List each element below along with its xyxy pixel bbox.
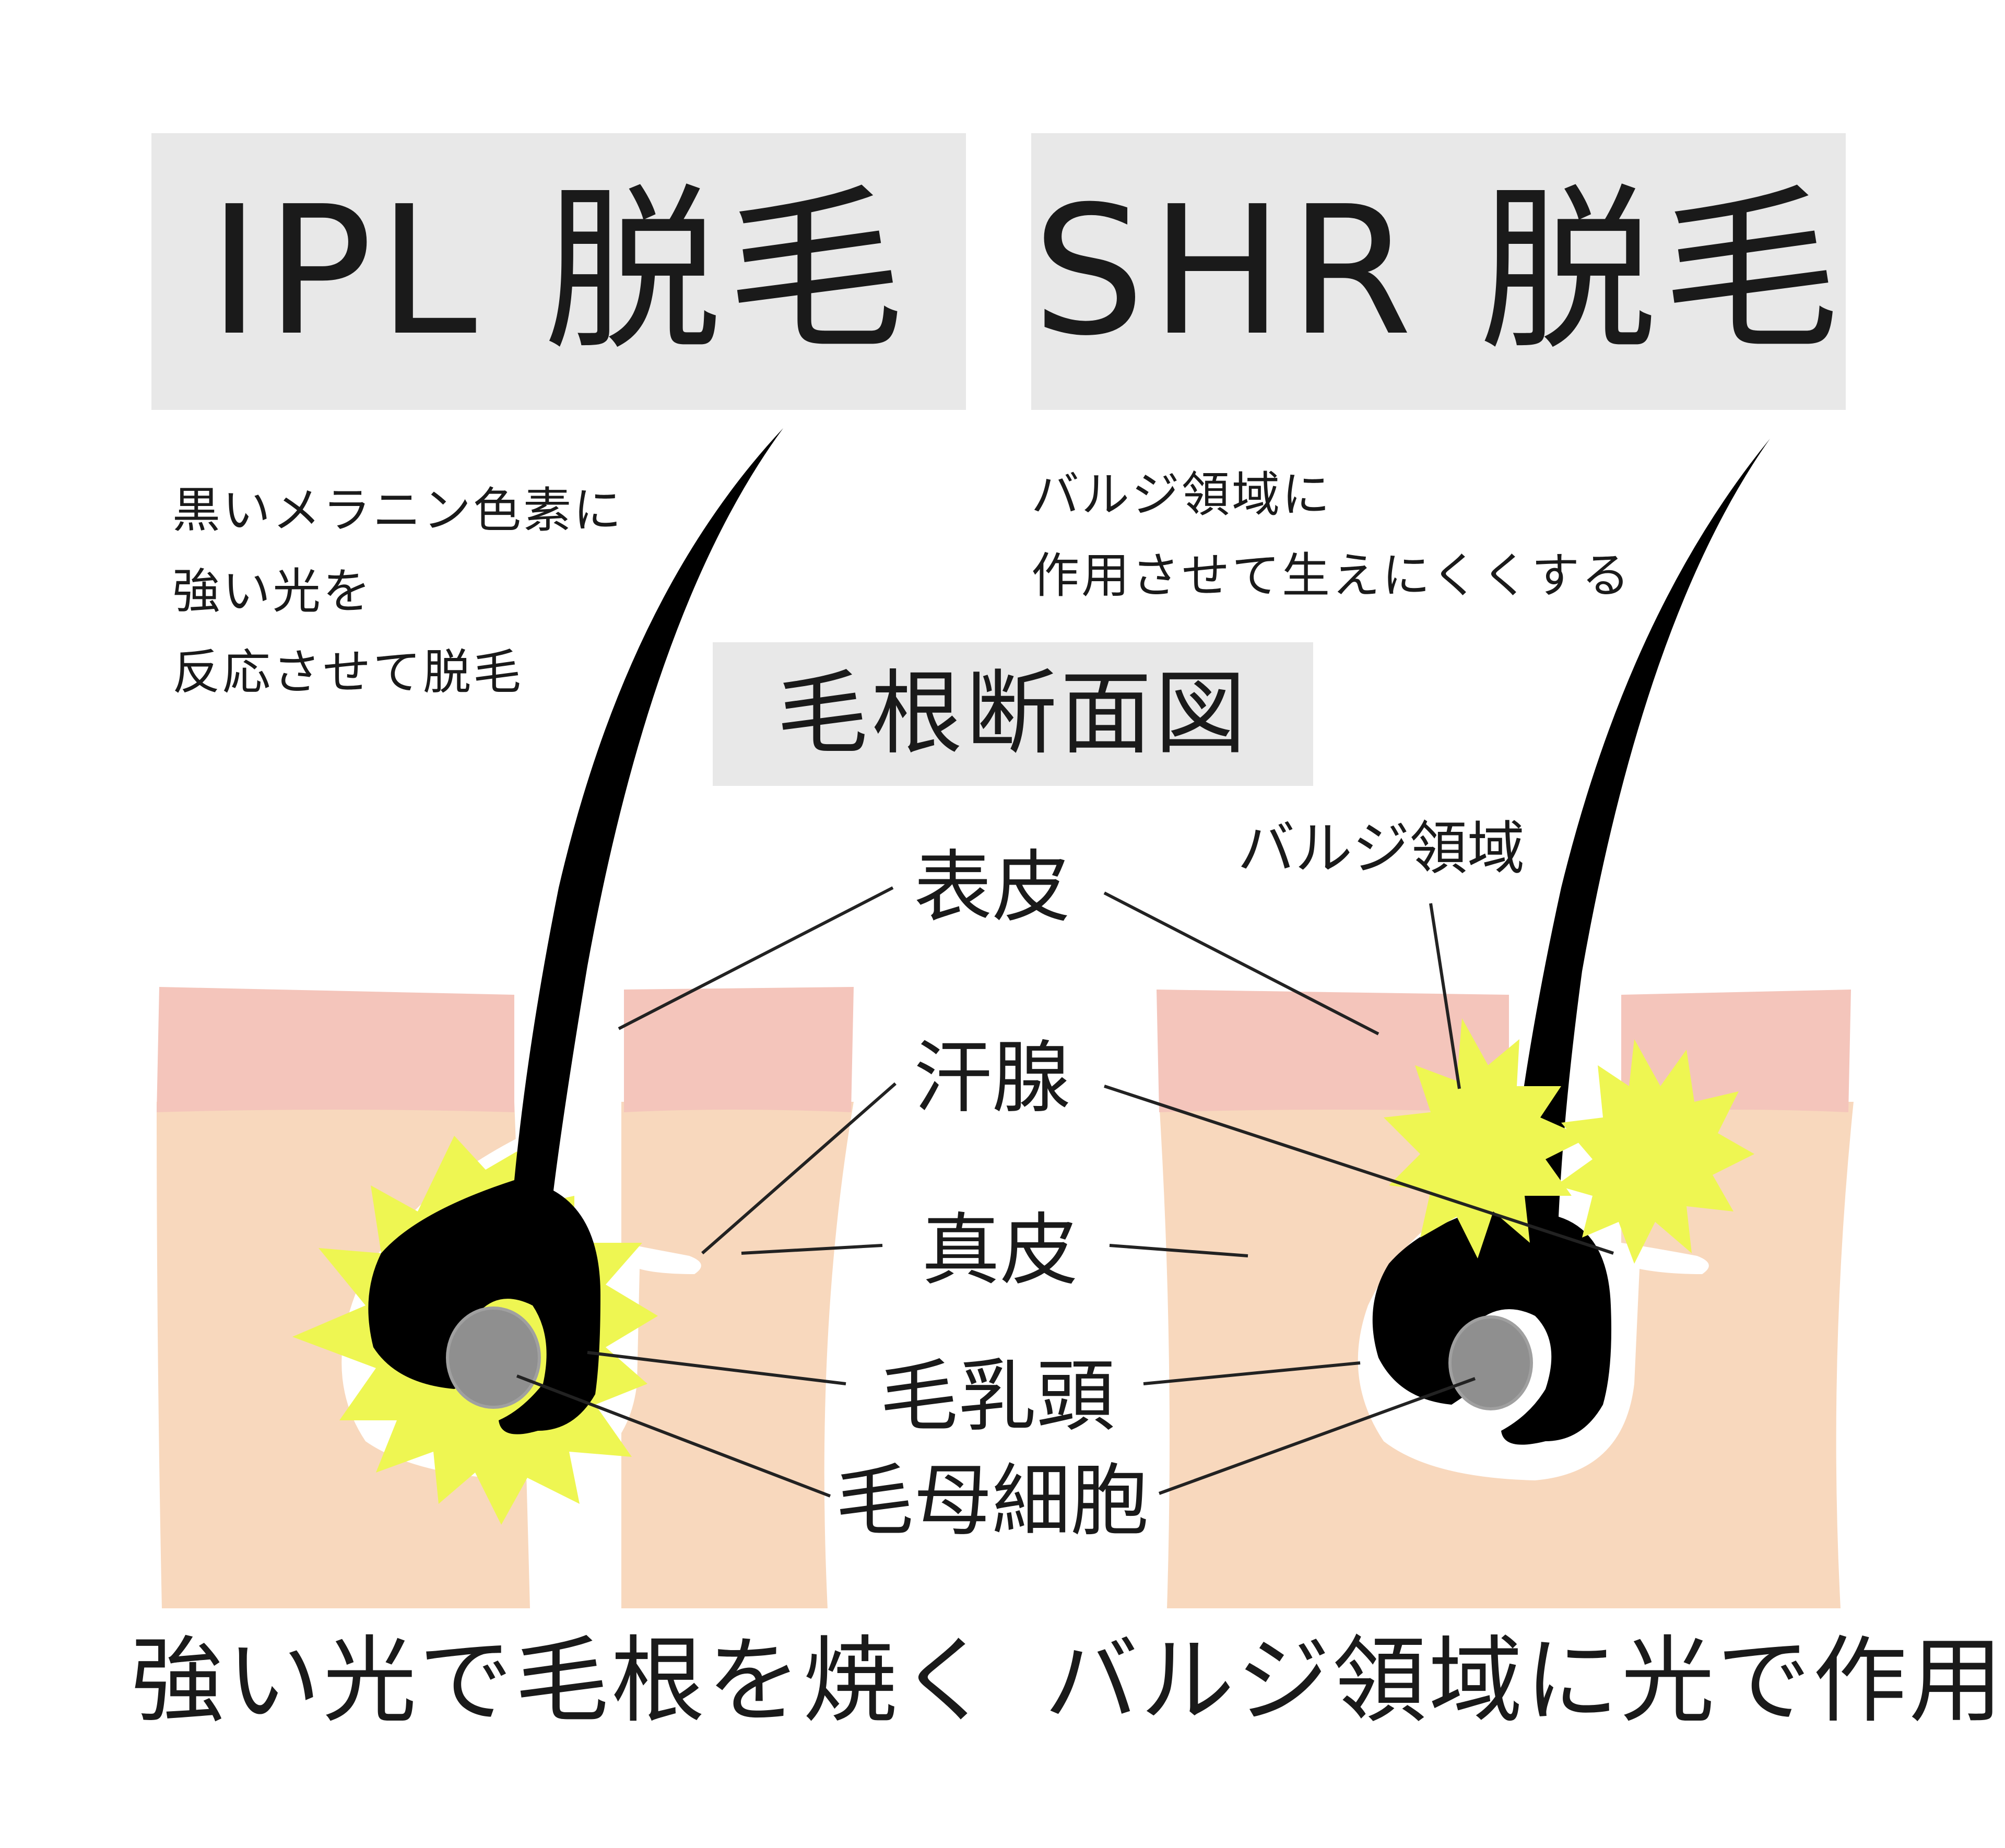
label-papilla: 毛乳頭 xyxy=(880,1351,1115,1442)
ipl-desc-line: 反応させて脱毛 xyxy=(172,644,524,700)
cross-section-title-box: 毛根断面図 xyxy=(713,642,1313,786)
ipl-hair xyxy=(368,428,783,1434)
ipl-epidermis-right xyxy=(624,987,854,1112)
ipl-papilla xyxy=(446,1306,541,1409)
matrix-leader-right xyxy=(1158,1377,1476,1495)
epidermis-leader-right xyxy=(1103,891,1379,1035)
shr-title-box: SHR 脱毛 xyxy=(1031,133,1846,410)
bulge-leader xyxy=(1429,903,1461,1089)
shr-papilla xyxy=(1448,1315,1533,1410)
shr-title: SHR 脱毛 xyxy=(1032,168,1845,375)
dermis-leader-left xyxy=(741,1244,883,1255)
dermis-leader-right xyxy=(1109,1244,1248,1257)
shr-flash-right xyxy=(1556,1039,1754,1264)
sweat-leader-right xyxy=(1104,1085,1614,1255)
matrix-leader-left xyxy=(516,1374,831,1498)
shr-desc-line: 作用させて生えにくくする xyxy=(1031,548,1632,604)
shr-description: バルジ領域に 作用させて生えにくくする xyxy=(1031,454,1632,616)
label-dermis: 真皮 xyxy=(922,1205,1079,1296)
papilla-leader-left xyxy=(587,1351,846,1385)
papilla-leader-right xyxy=(1143,1361,1361,1385)
ipl-desc-line: 強い光を xyxy=(172,563,373,619)
ipl-description: 黒いメラニン色素に 強い光を 反応させて脱毛 xyxy=(172,470,623,713)
ipl-dermis-right xyxy=(621,1102,854,1608)
label-sweat-gland: 汗腺 xyxy=(914,1033,1071,1124)
shr-hair xyxy=(1372,439,1770,1445)
label-epidermis: 表皮 xyxy=(914,842,1071,933)
leader-lines xyxy=(516,886,1614,1498)
ipl-skin-block xyxy=(157,428,854,1608)
sweat-leader-left xyxy=(701,1082,897,1255)
label-matrix-cells: 毛母細胞 xyxy=(835,1456,1149,1547)
shr-skin-block xyxy=(1157,439,1854,1608)
shr-caption: バルジ領域に光で作用 xyxy=(1044,1627,2005,1736)
ipl-title: IPL 脱毛 xyxy=(208,168,910,375)
shr-flash-left xyxy=(1384,1018,1587,1258)
epidermis-leader-left xyxy=(618,886,894,1030)
ipl-caption: 強い光で毛根を焼く xyxy=(131,1627,996,1736)
shr-desc-line: バルジ領域に xyxy=(1031,467,1332,523)
label-bulge: バルジ領域 xyxy=(1237,815,1525,882)
ipl-desc-line: 黒いメラニン色素に xyxy=(172,482,624,538)
ipl-epidermis xyxy=(157,987,514,1112)
cross-section-title: 毛根断面図 xyxy=(776,661,1249,767)
ipl-title-box: IPL 脱毛 xyxy=(151,133,966,410)
